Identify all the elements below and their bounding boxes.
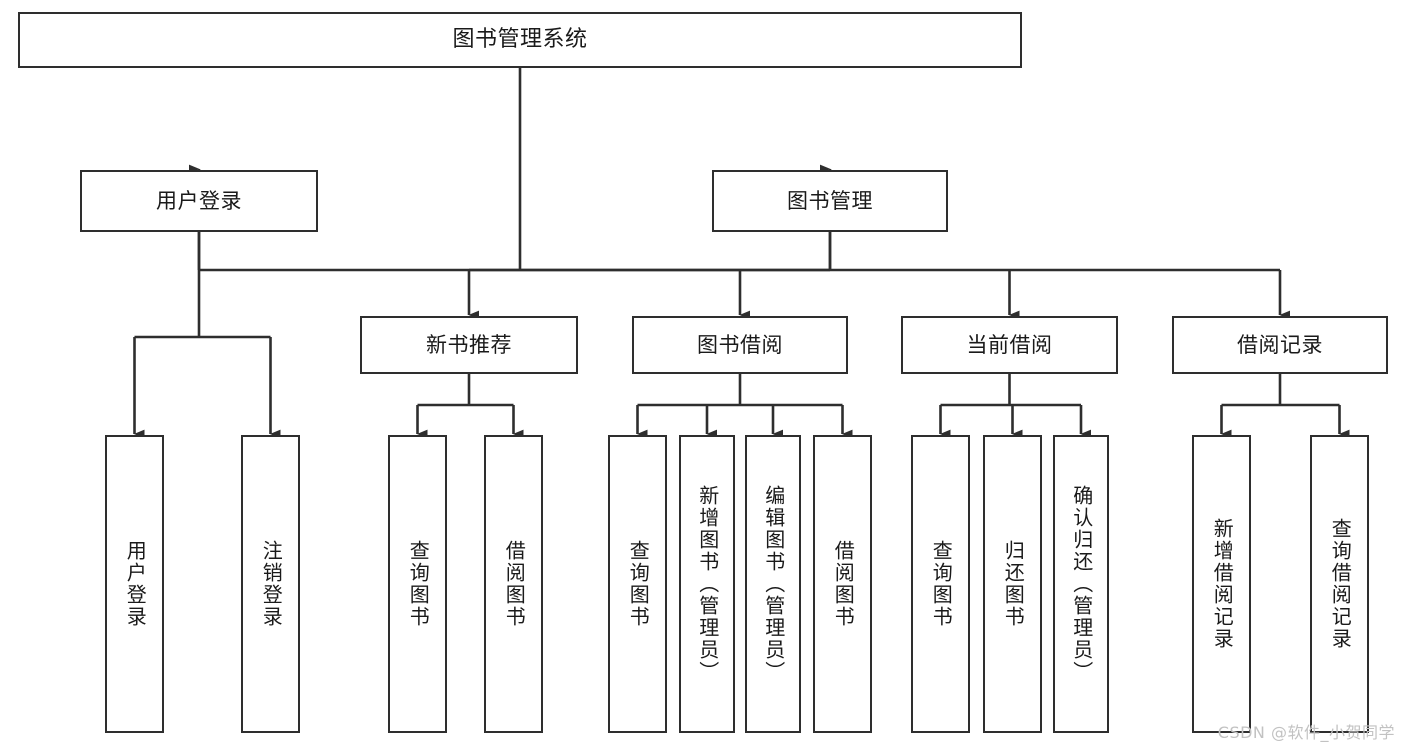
node-leaf-add-book[interactable]: 新增图书（管理员）	[679, 435, 735, 733]
node-leaf-borrow-book[interactable]: 借阅图书	[813, 435, 872, 733]
node-label: 图书管理	[787, 188, 873, 213]
node-leaf-user-logout[interactable]: 注销登录	[241, 435, 300, 733]
csdn-watermark: CSDN @软件_小贺同学	[1217, 723, 1395, 742]
node-label: 新书推荐	[426, 332, 512, 357]
node-label: 用户登录	[156, 188, 242, 213]
node-leaf-query-book-borrow[interactable]: 查询图书	[608, 435, 667, 733]
node-leaf-add-borrow-record[interactable]: 新增借阅记录	[1192, 435, 1251, 733]
node-label: 查询图书	[929, 540, 954, 628]
node-leaf-return-book[interactable]: 归还图书	[983, 435, 1042, 733]
node-book-management[interactable]: 图书管理	[712, 170, 948, 232]
node-label: 注销登录	[259, 540, 284, 628]
node-leaf-user-login[interactable]: 用户登录	[105, 435, 164, 733]
node-borrow-record[interactable]: 借阅记录	[1172, 316, 1388, 374]
node-current-borrow[interactable]: 当前借阅	[901, 316, 1118, 374]
node-label: 新增借阅记录	[1210, 518, 1235, 650]
node-label: 用户登录	[123, 540, 148, 628]
node-label: 借阅图书	[502, 540, 527, 628]
node-book-borrow[interactable]: 图书借阅	[632, 316, 848, 374]
node-leaf-query-book-current[interactable]: 查询图书	[911, 435, 970, 733]
node-label: 新增图书（管理员）	[695, 485, 720, 683]
node-label: 查询图书	[406, 540, 431, 628]
node-new-book-recommend[interactable]: 新书推荐	[360, 316, 578, 374]
node-root[interactable]: 图书管理系统	[18, 12, 1022, 68]
node-label: 查询借阅记录	[1328, 518, 1353, 650]
node-leaf-edit-book[interactable]: 编辑图书（管理员）	[745, 435, 801, 733]
node-leaf-query-book-recommend[interactable]: 查询图书	[388, 435, 447, 733]
node-label: 借阅记录	[1237, 332, 1323, 357]
node-label: 归还图书	[1001, 540, 1026, 628]
node-label: 编辑图书（管理员）	[761, 485, 786, 683]
node-leaf-confirm-return[interactable]: 确认归还（管理员）	[1053, 435, 1109, 733]
node-label: 当前借阅	[966, 332, 1053, 357]
node-label: 查询图书	[626, 540, 651, 628]
node-label: 图书管理系统	[452, 27, 588, 53]
node-label: 确认归还（管理员）	[1069, 485, 1094, 683]
node-user-login[interactable]: 用户登录	[80, 170, 318, 232]
node-label: 借阅图书	[831, 540, 856, 628]
node-label: 图书借阅	[697, 332, 783, 357]
node-leaf-query-borrow-record[interactable]: 查询借阅记录	[1310, 435, 1369, 733]
node-leaf-borrow-book-recommend[interactable]: 借阅图书	[484, 435, 543, 733]
